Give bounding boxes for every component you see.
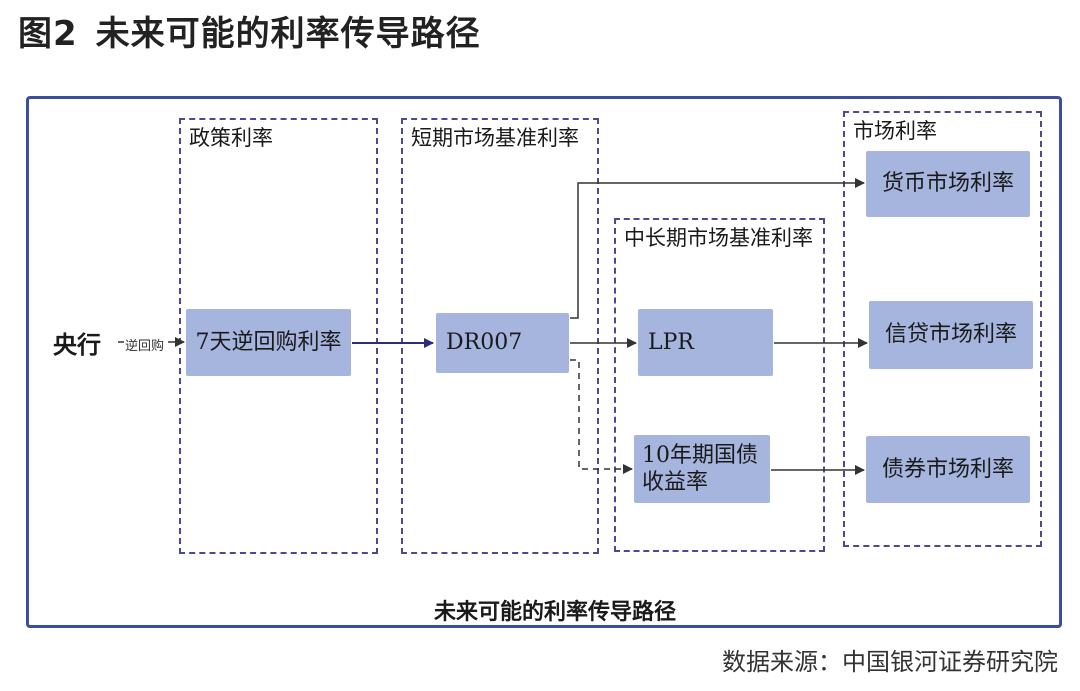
group-label-mid-long-term-benchmark: 中长期市场基准利率 (624, 226, 813, 250)
group-short-term-benchmark: 短期市场基准利率 (401, 118, 599, 554)
diagram-caption: 未来可能的利率传导路径 (433, 599, 676, 625)
node-bond-market-rate: 债券市场利率 (866, 436, 1030, 503)
figure-number: 图2 (18, 14, 78, 54)
group-label-policy-rate: 政策利率 (189, 126, 273, 150)
reverse-repo-edge-label: 逆回购 (125, 339, 165, 354)
group-policy-rate: 政策利率 (179, 118, 378, 554)
figure-title-text: 未来可能的利率传导路径 (95, 14, 481, 54)
group-market-rate: 市场利率 (843, 111, 1042, 547)
node-credit-market-rate: 信贷市场利率 (869, 301, 1033, 369)
node-10y-treasury-yield: 10年期国债 收益率 (634, 435, 770, 503)
data-source-note: 数据来源：中国银河证券研究院 (722, 648, 1058, 676)
node-10y-treasury-yield-line1: 10年期国债 (642, 442, 758, 468)
node-7day-reverse-repo-rate: 7天逆回购利率 (186, 309, 351, 376)
diagram-frame (26, 96, 1062, 628)
node-10y-treasury-yield-line2: 收益率 (642, 470, 709, 495)
node-money-market-rate: 货币市场利率 (866, 151, 1030, 217)
group-label-short-term-benchmark: 短期市场基准利率 (411, 126, 579, 150)
figure-title: 图2 未来可能的利率传导路径 (18, 6, 481, 55)
node-lpr: LPR (638, 309, 773, 376)
central-bank-label: 央行 (53, 330, 101, 359)
node-dr007: DR007 (436, 313, 569, 373)
group-label-market-rate: 市场利率 (853, 119, 937, 143)
